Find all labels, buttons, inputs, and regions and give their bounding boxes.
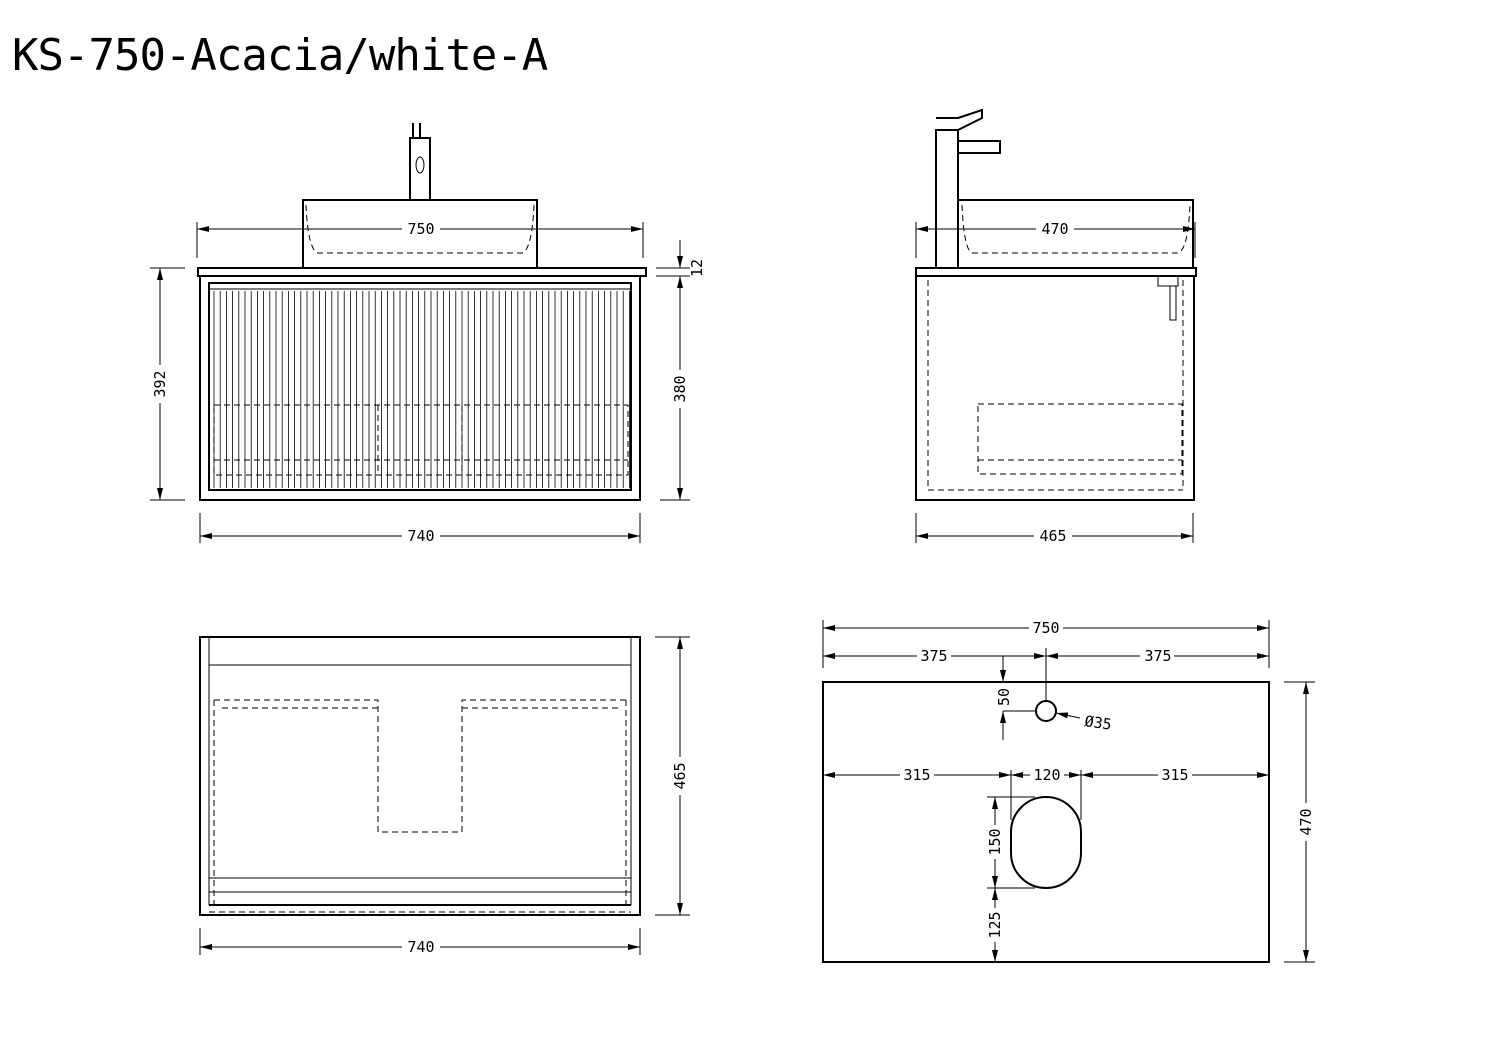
dim-right-offset: 315 bbox=[1161, 766, 1188, 784]
dim-top-thickness: 12 bbox=[688, 259, 706, 277]
dim-waste-front: 125 bbox=[986, 911, 1004, 938]
dim-total-height: 392 bbox=[151, 370, 169, 397]
dim-half-right: 375 bbox=[1144, 647, 1171, 665]
dim-top-width: 750 bbox=[407, 220, 434, 238]
dim-cabinet-depth: 465 bbox=[1039, 527, 1066, 545]
dim-half-left: 375 bbox=[920, 647, 947, 665]
top-view: 750 375 375 50 Ø35 315 120 315 150 125 4… bbox=[822, 619, 1315, 963]
dim-top-width: 750 bbox=[1032, 619, 1059, 637]
dim-top-depth: 470 bbox=[1297, 808, 1315, 835]
dim-top-depth: 470 bbox=[1041, 220, 1068, 238]
dim-tap-offset: 50 bbox=[995, 688, 1013, 706]
dim-waste-width: 120 bbox=[1033, 766, 1060, 784]
dim-cabinet-height: 380 bbox=[671, 375, 689, 402]
dim-plan-width: 740 bbox=[407, 938, 434, 956]
dim-tap-hole: Ø35 bbox=[1083, 712, 1112, 734]
dim-waste-length: 150 bbox=[986, 828, 1004, 855]
dim-plan-depth: 465 bbox=[671, 762, 689, 789]
dim-cabinet-width: 740 bbox=[407, 527, 434, 545]
plan-view: 465 740 bbox=[199, 636, 690, 956]
drawing-title: KS-750-Acacia/white-A bbox=[12, 30, 548, 81]
dim-left-offset: 315 bbox=[903, 766, 930, 784]
side-view: 470 465 bbox=[915, 108, 1197, 545]
front-view: 750 740 392 380 12 bbox=[150, 123, 706, 545]
